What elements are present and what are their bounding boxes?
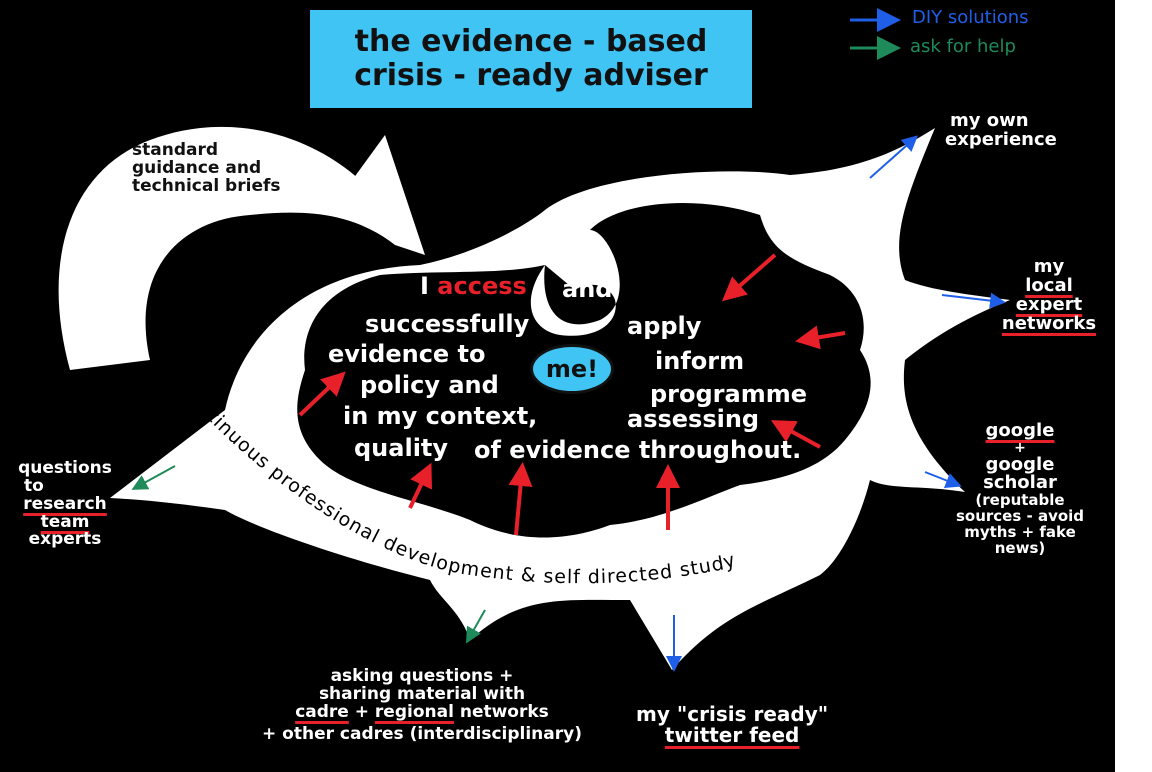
red-arrow-1 [298,371,346,417]
center-word-of-evidence: of evidence throughout. [474,436,802,464]
center-word-successfully: successfully [365,310,530,338]
help-arrow-research [131,465,176,490]
guidance-arrow-shape [58,126,425,370]
source-local-expert: my local expert networks [1001,256,1097,334]
ring-shape [110,128,1010,670]
me-bubble: me! [530,344,614,394]
source-research: questions to research team experts [18,458,112,550]
center-word-apply: apply [627,312,702,340]
red-arrow-3 [508,462,533,536]
source-networks: asking questions + sharing material with… [262,666,582,744]
diy-arrow-own-experience [869,135,918,179]
center-word-quality: quality [354,434,449,462]
diy-arrow-local-expert [941,292,1006,309]
source-twitter: my "crisis ready" twitter feed [636,702,829,747]
center-word-programme: programme [650,380,808,408]
red-arrow-6 [795,325,846,350]
red-arrow-5 [721,253,777,302]
title-line-2: crisis - ready adviser [354,58,708,93]
center-word-policy-and: policy and [360,371,499,399]
legend-help-label: ask for help [910,36,1016,57]
diagram-shapes: continuous professional development & se… [58,8,1010,672]
source-own-experience: my own experience [945,110,1057,150]
center-word-and: and [562,275,613,303]
source-google: google + google scholar (reputable sourc… [955,420,1085,557]
red-arrow-7 [770,420,821,449]
center-line-1: I access [420,272,527,300]
center-word-context: in my context, [343,402,538,430]
center-word-assessing: assessing [627,405,760,433]
title-line-1: the evidence - based [354,23,708,59]
red-arrow-2 [408,462,432,509]
center-word-inform: inform [655,347,745,375]
diagram-canvas: continuous professional development & se… [0,0,1115,772]
guidance-label: standard guidance and technical briefs [132,140,281,196]
help-arrow-networks [466,609,486,644]
center-word-evidence-to: evidence to [328,340,486,368]
diy-arrow-google [924,471,962,489]
title-box: the evidence - based crisis - ready advi… [310,10,762,118]
legend-diy-label: DIY solutions [912,7,1029,28]
